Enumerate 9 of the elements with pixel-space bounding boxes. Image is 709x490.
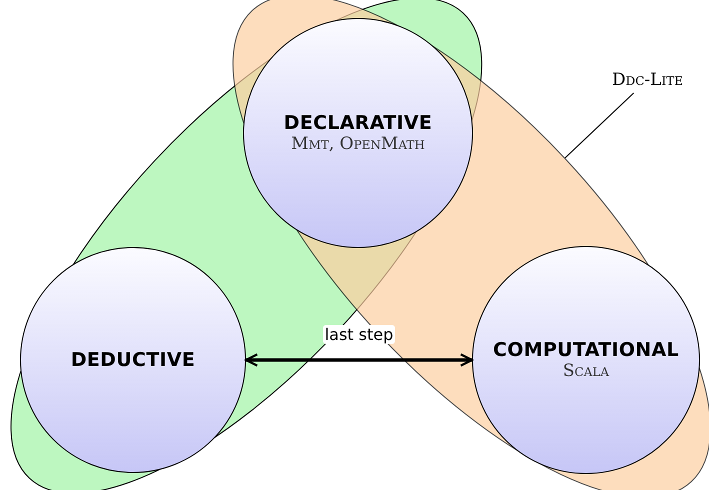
edge-label: last step xyxy=(323,325,395,344)
node-title: COMPUTATIONAL xyxy=(493,339,679,361)
region-label: Ddc-Lite xyxy=(612,70,683,90)
node-subtitle: Scala xyxy=(562,361,610,381)
node-title: DEDUCTIVE xyxy=(70,349,196,371)
node-subtitle: Mmt, OpenMath xyxy=(291,134,425,154)
node-title: DECLARATIVE xyxy=(284,112,432,134)
leader-line xyxy=(564,92,634,158)
double-arrow xyxy=(244,353,474,367)
